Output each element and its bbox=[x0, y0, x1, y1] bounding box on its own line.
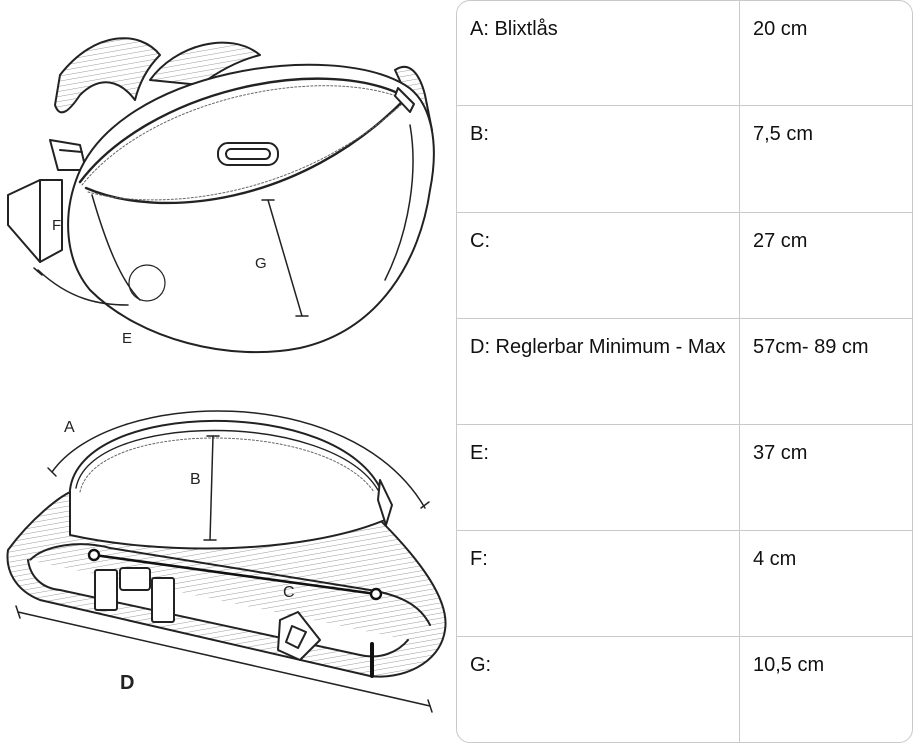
label-a: A bbox=[64, 419, 75, 436]
row-value: 10,5 cm bbox=[753, 654, 825, 677]
label-b: B bbox=[190, 471, 201, 488]
table-row: D: Reglerbar Minimum - Max 57cm- 89 cm bbox=[457, 318, 912, 426]
row-label: C: bbox=[457, 212, 740, 319]
label-c: C bbox=[283, 584, 295, 601]
row-label: D: Reglerbar Minimum - Max bbox=[457, 318, 740, 426]
label-g: G bbox=[255, 255, 267, 272]
bottom-bag-drawing bbox=[6, 410, 447, 713]
bag-drawing: F G E bbox=[6, 37, 447, 713]
row-label: B: bbox=[457, 105, 740, 213]
table-row: F: 4 cm bbox=[457, 530, 912, 638]
table-row: A: Blixtlås 20 cm bbox=[457, 1, 912, 107]
row-label: E: bbox=[457, 424, 740, 532]
label-e: E bbox=[122, 330, 132, 347]
row-value: 4 cm bbox=[739, 530, 912, 638]
row-value: 7,5 cm bbox=[739, 105, 912, 213]
row-label: F: bbox=[457, 530, 740, 638]
top-bag-drawing bbox=[7, 37, 435, 354]
row-value: 27 cm bbox=[739, 212, 912, 319]
row-label: A: Blixtlås bbox=[457, 1, 740, 107]
label-f: F bbox=[52, 217, 61, 234]
row-label: G: bbox=[457, 636, 740, 742]
table-row: E: 37 cm bbox=[457, 424, 912, 532]
bag-illustration: F G E bbox=[0, 0, 456, 743]
table-row: C: 27 cm bbox=[457, 212, 912, 319]
table-row: B: 7,5 cm bbox=[457, 105, 912, 213]
row-value: 37 cm bbox=[739, 424, 912, 532]
row-value: 57cm- 89 cm bbox=[739, 318, 912, 426]
table-row: G: 10,5 cm bbox=[457, 636, 912, 742]
label-d: D bbox=[120, 672, 134, 694]
row-value: 20 cm bbox=[739, 1, 912, 107]
size-table: A: Blixtlås 20 cm B: 7,5 cm C: 27 cm D: … bbox=[456, 0, 913, 743]
